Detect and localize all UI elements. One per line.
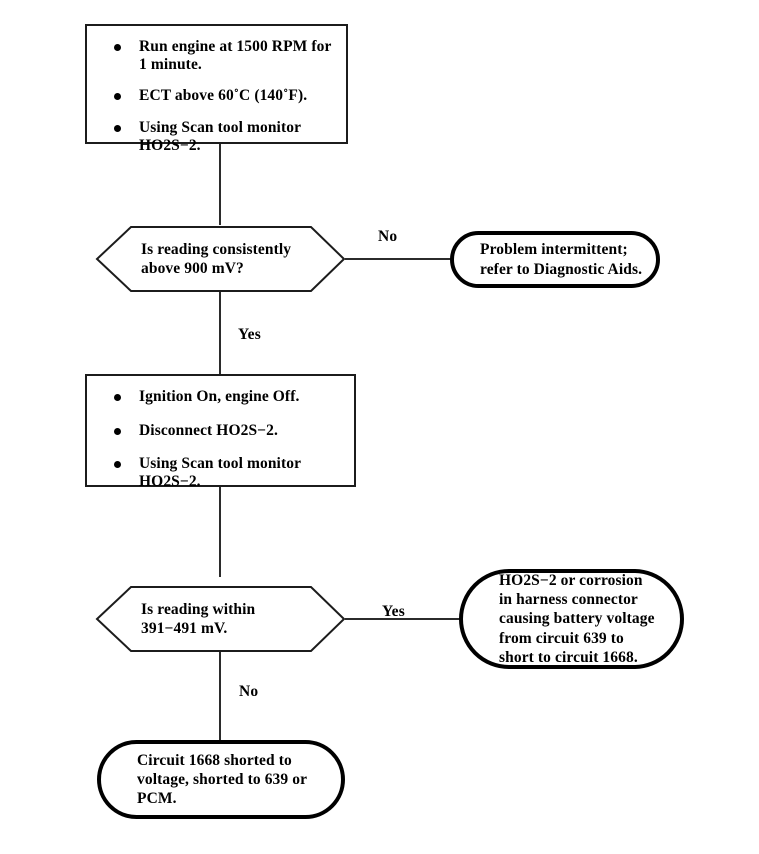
terminator-circuit-1668-shorted: Circuit 1668 shorted to voltage, shorted… (97, 740, 345, 819)
bullet-dot-icon (114, 394, 121, 401)
decision-2-text: Is reading within 391−491 mV. (141, 601, 256, 637)
process-box-1: Run engine at 1500 RPM for 1 minute. ECT… (85, 24, 348, 154)
process-1-bullet-2-text: Using Scan tool monitor HO2S−2. (139, 118, 302, 154)
branch-label-decision1-no: No (378, 228, 398, 245)
connector-decision1-to-process2 (219, 292, 221, 374)
process-2-bullet-2-text: Using Scan tool monitor HO2S−2. (139, 455, 302, 490)
branch-label-decision2-yes: Yes (382, 603, 405, 620)
process-1-bullet-0: Run engine at 1500 RPM for 1 minute. (87, 38, 346, 73)
terminator-2-text: HO2S−2 or corrosion in harness connector… (499, 571, 655, 666)
branch-label-decision2-no: No (239, 683, 259, 700)
decision-2-hexagon-shape (95, 586, 346, 652)
terminator-3-text: Circuit 1668 shorted to voltage, shorted… (137, 751, 308, 808)
process-1-bullet-1: ECT above 60˚C (140˚F). (87, 87, 346, 105)
connector-decision2-to-terminator3 (219, 651, 221, 741)
process-2-bullet-0: Ignition On, engine Off. (87, 388, 354, 406)
process-1-bullet-list: Run engine at 1500 RPM for 1 minute. ECT… (87, 26, 346, 154)
connector-decision2-yes-branch (345, 618, 462, 620)
connector-process2-to-decision2 (219, 487, 221, 577)
decision-node-2: Is reading within 391−491 mV. (95, 586, 346, 652)
terminator-1-text: Problem intermittent; refer to Diagnosti… (480, 241, 643, 278)
process-1-bullet-2: Using Scan tool monitor HO2S−2. (87, 119, 346, 154)
process-2-bullet-0-text: Ignition On, engine Off. (139, 388, 300, 405)
bullet-dot-icon (114, 461, 121, 469)
bullet-dot-icon (114, 427, 121, 435)
process-1-bullet-0-text: Run engine at 1500 RPM for 1 minute. (139, 38, 332, 73)
process-1-bullet-1-text: ECT above 60˚C (140˚F). (139, 87, 308, 105)
bullet-dot-icon (114, 124, 121, 132)
connector-decision1-no-branch (345, 258, 453, 260)
connector-process1-to-decision1 (219, 143, 221, 225)
process-2-bullet-2: Using Scan tool monitor HO2S−2. (87, 455, 354, 490)
decision-node-1: Is reading consistently above 900 mV? (95, 226, 346, 292)
process-box-2: Ignition On, engine Off. Disconnect HO2S… (85, 374, 356, 490)
process-2-bullet-list: Ignition On, engine Off. Disconnect HO2S… (87, 376, 354, 491)
terminator-problem-intermittent: Problem intermittent; refer to Diagnosti… (450, 231, 660, 288)
bullet-dot-icon (114, 93, 121, 101)
terminator-ho2s2-corrosion: HO2S−2 or corrosion in harness connector… (459, 569, 684, 669)
bullet-dot-icon (114, 44, 121, 51)
process-2-bullet-1-text: Disconnect HO2S−2. (139, 421, 278, 439)
decision-1-hexagon-shape (95, 226, 346, 292)
decision-1-text: Is reading consistently above 900 mV? (141, 241, 292, 277)
process-2-bullet-1: Disconnect HO2S−2. (87, 422, 354, 440)
branch-label-decision1-yes: Yes (238, 326, 261, 343)
